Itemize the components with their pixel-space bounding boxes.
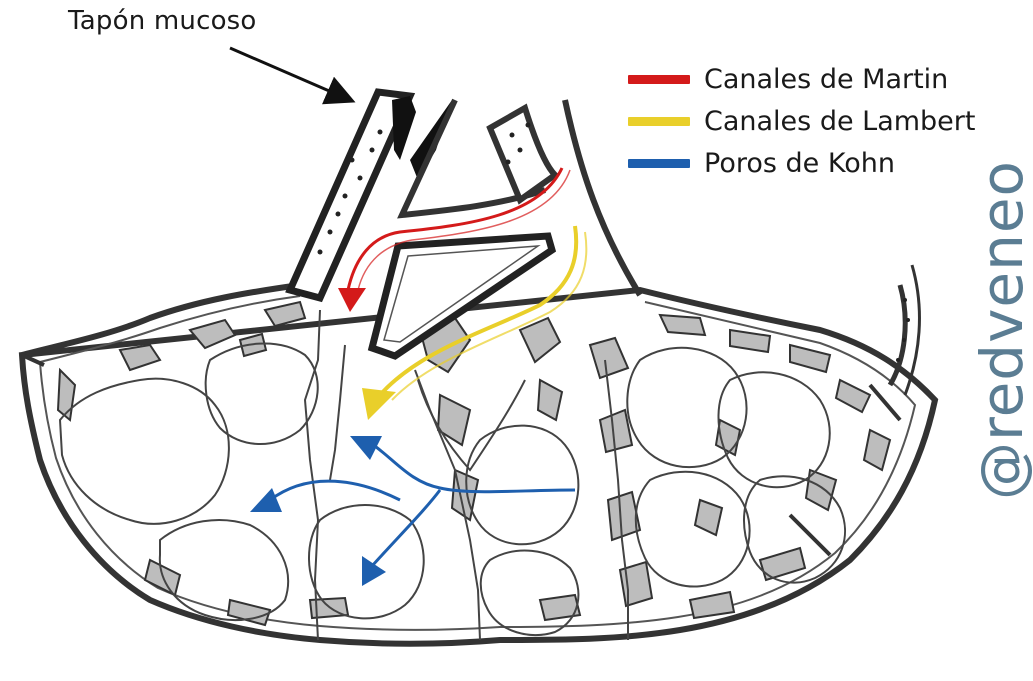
watermark-handle: @redveneo: [968, 160, 1033, 500]
kohn-pores-arrows: [250, 436, 575, 586]
legend-item-lambert: Canales de Lambert: [628, 100, 975, 142]
legend-label-kohn: Poros de Kohn: [704, 148, 895, 179]
legend-swatch-blue: [628, 159, 690, 168]
legend-label-martin: Canales de Martin: [704, 64, 948, 95]
legend-swatch-red: [628, 75, 690, 84]
legend-item-martin: Canales de Martin: [628, 58, 975, 100]
mucus-plug-label: Tapón mucoso: [68, 6, 257, 36]
legend: Canales de Martin Canales de Lambert Por…: [628, 58, 975, 184]
pleural-notches: [22, 355, 900, 555]
legend-swatch-yellow: [628, 117, 690, 126]
callout-arrow: [230, 48, 350, 100]
legend-label-lambert: Canales de Lambert: [704, 106, 975, 137]
legend-item-kohn: Poros de Kohn: [628, 142, 975, 184]
